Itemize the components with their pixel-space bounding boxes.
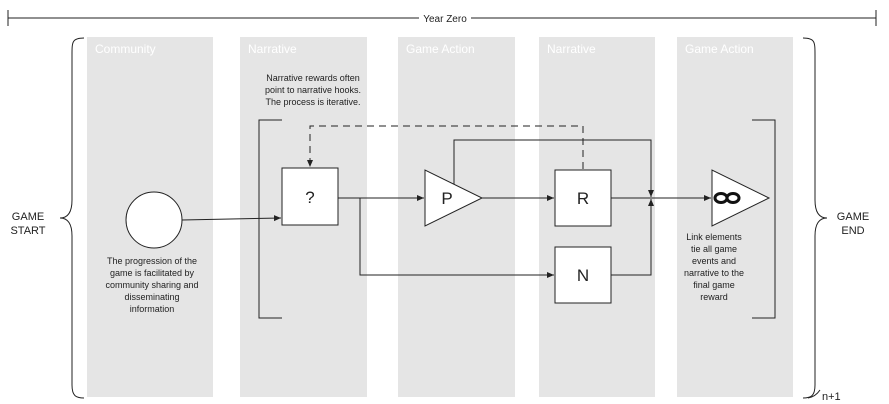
reward-bracket	[752, 119, 776, 319]
community-note: The progression of the game is facilitat…	[105, 256, 198, 314]
year-zero-label: Year Zero	[423, 14, 467, 25]
column-title-game-action-2: Game Action	[685, 42, 754, 56]
game-end-line2: END	[841, 225, 864, 237]
narrative-box	[554, 246, 612, 304]
link-note: Link elements tie all game events and na…	[684, 232, 744, 302]
left-brace	[59, 37, 85, 399]
column-game-action-2	[677, 37, 793, 397]
link-note-line5: final game	[693, 280, 735, 290]
puzzle-label: P	[441, 189, 452, 208]
column-title-narrative-1: Narrative	[248, 42, 297, 56]
narrative-note-line1: Narrative rewards often	[266, 73, 360, 83]
arrow-hook-to-narrative	[359, 198, 554, 278]
arrow-narrative-to-merge	[611, 199, 654, 276]
reward-box-label: R	[577, 189, 589, 208]
arrow-community-to-hook	[181, 215, 282, 222]
link-note-line1: Link elements	[686, 232, 742, 242]
link-note-line4: narrative to the	[684, 268, 744, 278]
dashed-feedback-loop	[307, 125, 584, 169]
hook-box-label: ?	[305, 188, 314, 207]
narrative-note-line2: point to narrative hooks.	[265, 85, 361, 95]
narrative-bracket	[258, 119, 282, 319]
link-note-line2: tie all game	[691, 244, 737, 254]
community-circle	[125, 191, 183, 249]
column-title-narrative-2: Narrative	[547, 42, 596, 56]
community-note-line2: game is facilitated by	[110, 268, 195, 278]
link-note-line6: reward	[700, 292, 728, 302]
community-note-line5: information	[130, 304, 175, 314]
narrative-note: Narrative rewards often point to narrati…	[265, 73, 361, 107]
link-note-line3: events and	[692, 256, 736, 266]
column-game-action-1	[398, 37, 515, 397]
column-title-community: Community	[95, 42, 156, 56]
hook-box	[281, 167, 339, 226]
game-start-line1: GAME	[12, 211, 44, 223]
year-zero-timeline: Year Zero	[7, 10, 877, 26]
community-note-line3: community sharing and	[105, 280, 198, 290]
right-brace	[802, 37, 828, 399]
narrative-note-line3: The process is iterative.	[265, 97, 360, 107]
community-note-line1: The progression of the	[107, 256, 197, 266]
iteration-label: n+1	[822, 391, 841, 403]
arrow-puzzle-bypass	[453, 139, 654, 197]
game-start-line2: START	[10, 225, 45, 237]
game-end-line1: GAME	[837, 211, 869, 223]
community-note-line4: disseminating	[124, 292, 179, 302]
narrative-box-label: N	[577, 266, 589, 285]
column-title-game-action-1: Game Action	[406, 42, 475, 56]
chain-link-icon	[713, 192, 741, 204]
iteration-tick	[807, 389, 821, 399]
reward-box	[554, 169, 612, 227]
